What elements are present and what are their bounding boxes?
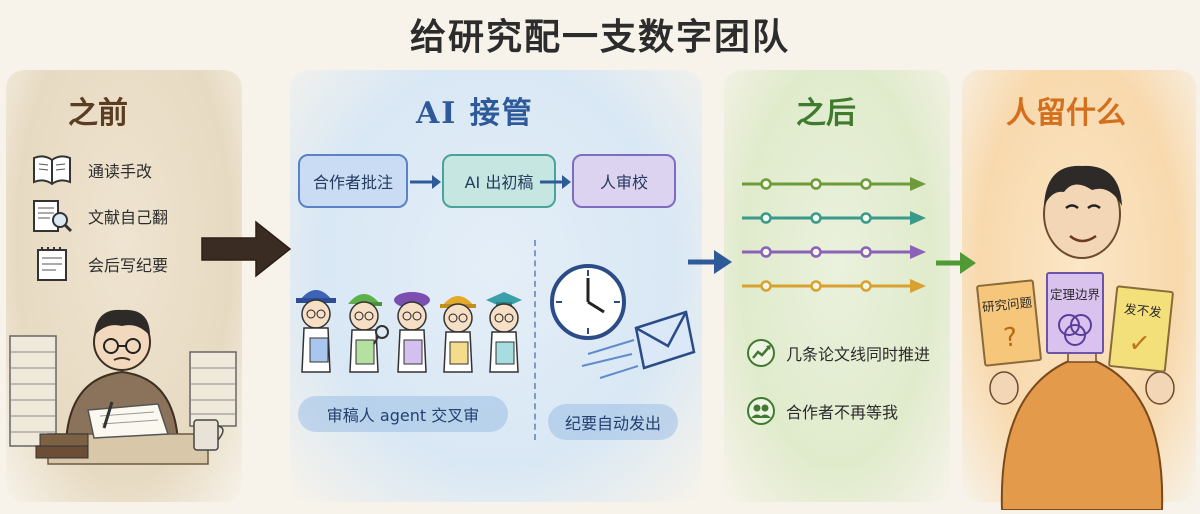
minutes-caption: 纪要自动发出	[548, 404, 678, 440]
lane-arrowhead	[910, 211, 926, 225]
lane-milestone	[810, 178, 822, 190]
arrow-right-icon	[936, 252, 976, 274]
people-icon	[747, 397, 775, 425]
diagram-title: 给研究配一支数字团队	[409, 16, 790, 58]
human-heading: 人留什么	[1006, 96, 1126, 131]
ai-panel-divider	[534, 240, 536, 440]
check-icon: ✓	[1127, 327, 1152, 360]
lane-milestone	[760, 178, 772, 190]
card-label: 研究问题	[981, 294, 1033, 315]
notepad-icon	[37, 247, 67, 281]
after-point: 合作者不再等我	[746, 394, 898, 428]
flow-arrow-icon	[410, 175, 441, 189]
before-item-label: 文献自己翻	[88, 208, 169, 227]
progress-lane	[742, 177, 926, 191]
before-item: 文献自己翻	[30, 196, 168, 236]
agent-figure	[348, 294, 389, 373]
lane-milestone	[860, 280, 872, 292]
lane-milestone	[760, 246, 772, 258]
after-point: 几条论文线同时推进	[746, 336, 930, 370]
arrow-right-icon	[688, 250, 732, 274]
lane-milestone	[860, 212, 872, 224]
before-item-label: 通读手改	[88, 162, 153, 181]
parallel-lanes-chart	[742, 177, 926, 293]
paper-stack-right	[189, 351, 237, 427]
envelope-icon	[634, 310, 696, 370]
researcher-figure	[989, 165, 1175, 510]
reviewers-caption: 审稿人 agent 交叉审	[298, 396, 508, 432]
progress-lane	[742, 279, 926, 293]
paper-stack-left	[9, 335, 57, 447]
agent-figure	[296, 290, 336, 373]
card-publish-decision: 发不发 ✓	[1107, 285, 1175, 373]
question-mark-icon: ?	[1002, 322, 1020, 354]
card-research-question: 研究问题 ?	[975, 279, 1043, 367]
lane-arrowhead	[910, 245, 926, 259]
lane-milestone	[810, 212, 822, 224]
lane-milestone	[810, 246, 822, 258]
clock-mail-illustration	[550, 264, 696, 379]
before-item: 会后写纪要	[30, 244, 168, 284]
before-item: 通读手改	[30, 150, 152, 190]
ai-heading: AI 接管	[416, 96, 534, 131]
reviewer-agents-illustration	[296, 290, 522, 373]
lane-milestone	[760, 212, 772, 224]
flow-arrow-icon	[540, 175, 571, 189]
flow-step-human-review: 人审校	[572, 154, 676, 208]
clock-icon	[550, 264, 626, 340]
card-label: 定理边界	[1049, 287, 1100, 302]
flow-step-annotate: 合作者批注	[298, 154, 408, 208]
flow-step-ai-draft: AI 出初稿	[442, 154, 556, 208]
progress-lane	[742, 245, 926, 259]
agent-figure	[486, 292, 522, 373]
magnifier-icon	[375, 325, 389, 339]
card-label: 发不发	[1123, 301, 1163, 321]
venn-circles-icon	[1058, 314, 1092, 346]
before-item-label: 会后写纪要	[88, 256, 169, 275]
card-theorem-boundary: 定理边界	[1046, 272, 1104, 354]
coffee-mug-icon	[193, 419, 219, 451]
after-point-label: 合作者不再等我	[786, 403, 899, 422]
lane-milestone	[860, 246, 872, 258]
after-point-label: 几条论文线同时推进	[786, 345, 931, 364]
stressed-researcher-illustration	[9, 309, 237, 465]
before-heading: 之前	[68, 96, 128, 131]
magnifier-document-icon	[33, 200, 73, 233]
lane-arrowhead	[910, 279, 926, 293]
lane-milestone	[760, 280, 772, 292]
agent-figure	[394, 292, 430, 373]
after-heading: 之后	[796, 96, 856, 131]
lane-arrowhead	[910, 177, 926, 191]
lane-milestone	[860, 178, 872, 190]
lane-milestone	[810, 280, 822, 292]
progress-lane	[742, 211, 926, 225]
book-icon	[33, 155, 71, 186]
trend-up-icon	[747, 339, 775, 367]
big-arrow-right-icon	[201, 220, 292, 278]
ai-panel	[290, 70, 702, 502]
agent-figure	[440, 296, 476, 373]
motion-lines	[581, 339, 639, 379]
